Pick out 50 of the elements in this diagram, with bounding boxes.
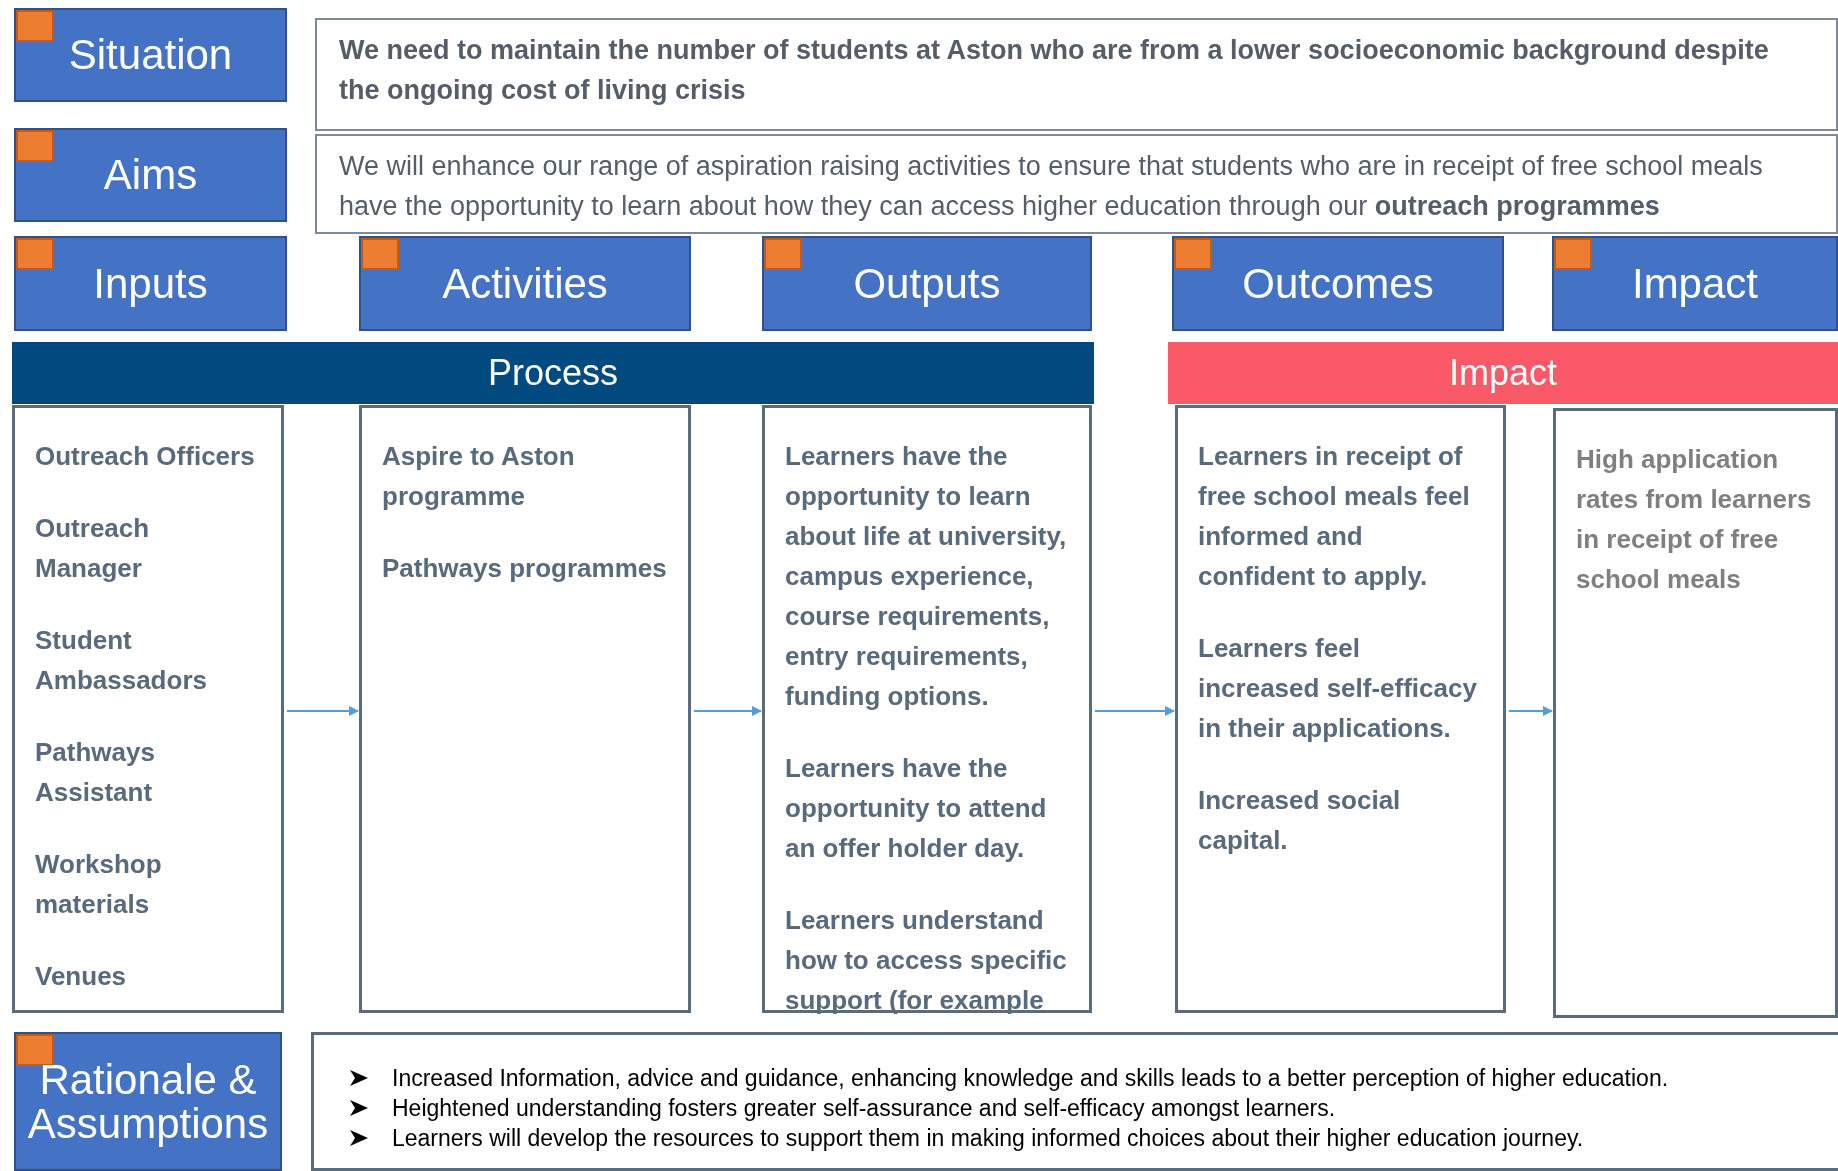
statement-text: We need to maintain the number of students at Aston who are from a lower socioeconomic background despite the ongoing cost of living crisis bbox=[315, 18, 1838, 131]
header-label: Outcomes bbox=[1241, 261, 1435, 306]
bullet-text: Heightened understanding fosters greater self-assurance and self-efficacy amongst learners. bbox=[392, 1093, 1818, 1123]
header-label: Rationale & Assumptions bbox=[26, 1057, 270, 1146]
arrow bbox=[1508, 706, 1553, 716]
list-item-text: Learners understand how to access specific support (for example bbox=[785, 904, 1068, 1017]
list-item-text: Venues bbox=[35, 960, 128, 993]
bullet-text: Increased Information, advice and guidance, enhancing knowledge and skills leads to a better perception of higher education. bbox=[392, 1063, 1818, 1093]
rationale-panel bbox=[311, 1032, 1838, 1171]
band-label: Impact bbox=[1447, 351, 1558, 395]
header-tab bbox=[14, 236, 287, 331]
list-item-text: Learners feel increased self-efficacy in their applications. bbox=[1198, 632, 1478, 745]
bullet-text: Learners will develop the resources to support them in making informed choices about their higher education journey. bbox=[392, 1123, 1818, 1153]
header-tab bbox=[14, 1032, 282, 1171]
header-label: Impact bbox=[1630, 261, 1759, 306]
list-item-text: Outreach Manager bbox=[35, 512, 151, 585]
column-panel bbox=[12, 405, 284, 1013]
column-panel bbox=[359, 405, 691, 1013]
statement-text: We will enhance our range of aspiration raising activities to ensure that students who are in receipt of free school meals have the opportunity to learn about how they can access higher education through our outreach programmes bbox=[315, 134, 1838, 234]
column-panel bbox=[762, 405, 1092, 1013]
list-item-text: Pathways programmes bbox=[382, 552, 668, 585]
list-item-text: Increased social capital. bbox=[1198, 784, 1402, 857]
section-band bbox=[12, 342, 1094, 404]
list-item-text: Pathways Assistant bbox=[35, 736, 156, 809]
list-item-text: Learners in receipt of free school meals feel informed and confident to apply. bbox=[1198, 440, 1471, 593]
arrow bbox=[1094, 706, 1175, 716]
arrow bbox=[286, 706, 359, 716]
header-label: Activities bbox=[441, 261, 609, 306]
section-band bbox=[1168, 342, 1838, 404]
header-tab bbox=[762, 236, 1092, 331]
band-label: Process bbox=[486, 351, 619, 395]
list-item-text: Outreach Officers bbox=[35, 440, 256, 473]
header-tab bbox=[359, 236, 691, 331]
column-panel bbox=[1175, 405, 1506, 1013]
list-item-text: Learners have the opportunity to learn about life at university, campus experience, course requirements, entry requirements, funding options. bbox=[785, 440, 1068, 713]
column-panel bbox=[1553, 408, 1838, 1018]
list-item-text: Aspire to Aston programme bbox=[382, 440, 576, 513]
header-tab bbox=[1172, 236, 1504, 331]
header-label: Situation bbox=[67, 32, 234, 78]
header-tab bbox=[14, 8, 287, 102]
header-label: Inputs bbox=[92, 261, 209, 306]
arrow bbox=[693, 706, 762, 716]
list-item-text: Learners have the opportunity to attend an offer holder day. bbox=[785, 752, 1048, 865]
header-tab bbox=[14, 128, 287, 222]
header-label: Outputs bbox=[852, 261, 1002, 306]
list-item-text: High application rates from learners in receipt of free school meals bbox=[1576, 443, 1813, 596]
header-label: Aims bbox=[102, 152, 199, 198]
list-item-text: Workshop materials bbox=[35, 848, 163, 921]
list-item-text: Student Ambassadors bbox=[35, 624, 208, 697]
header-tab bbox=[1552, 236, 1838, 331]
